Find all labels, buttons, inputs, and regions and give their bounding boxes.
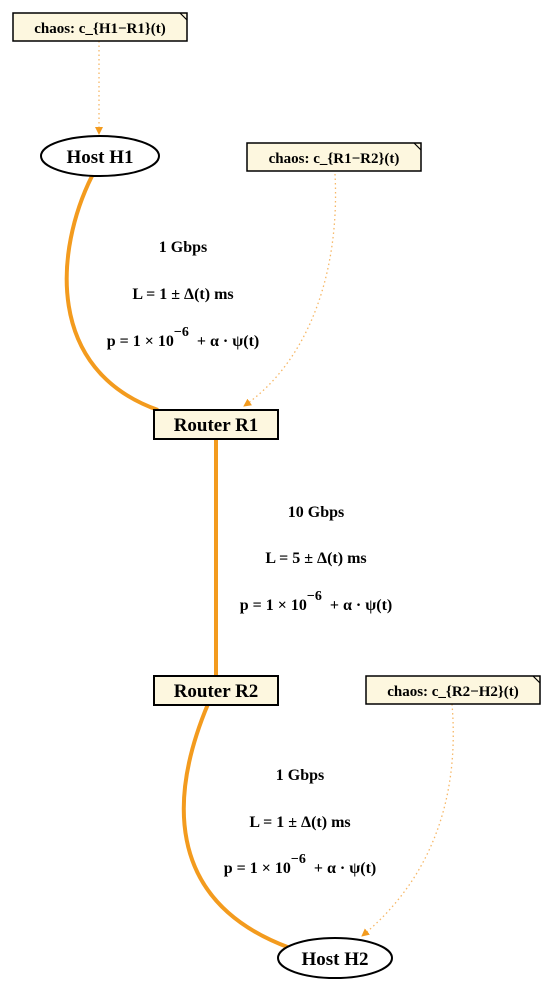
link-label-r2-h2: 1 Gbps L = 1 ± Δ(t) ms p = 1 × 10−6 + α … [224,767,377,877]
link-r2-h2-loss: p = 1 × 10−6 + α · ψ(t) [224,852,377,877]
chaos-note-r2-h2-label: chaos: c_{R2−H2}(t) [387,684,519,700]
note-connector-r2-h2 [361,703,454,937]
node-host-h1: Host H1 [40,135,160,177]
note-connector-r1-r2 [243,173,337,407]
link-r1-r2-latency: L = 5 ± Δ(t) ms [265,550,366,567]
link-r2-h2-latency: L = 1 ± Δ(t) ms [249,814,350,831]
chaos-note-h1-r1: chaos: c_{H1−R1}(t) [12,12,188,42]
link-label-h1-r1: 1 Gbps L = 1 ± Δ(t) ms p = 1 × 10−6 + α … [107,239,260,350]
link-label-r1-r2: 10 Gbps L = 5 ± Δ(t) ms p = 1 × 10−6 + α… [240,504,393,614]
link-r1-r2-loss: p = 1 × 10−6 + α · ψ(t) [240,589,393,614]
host-h2-label: Host H2 [301,949,368,970]
link-h1-r1-bandwidth: 1 Gbps [159,239,207,256]
node-router-r2: Router R2 [153,675,279,706]
router-r1-label: Router R1 [174,415,259,436]
router-r2-label: Router R2 [174,681,259,702]
chaos-note-r2-h2: chaos: c_{R2−H2}(t) [365,675,541,705]
link-r2-h2 [181,703,291,950]
host-h1-label: Host H1 [66,147,133,168]
link-r1-r2-bandwidth: 10 Gbps [288,504,344,521]
link-h1-r1-loss: p = 1 × 10−6 + α · ψ(t) [107,325,260,350]
node-router-r1: Router R1 [153,409,279,440]
link-h1-r1-latency: L = 1 ± Δ(t) ms [132,286,233,303]
chaos-note-r1-r2: chaos: c_{R1−R2}(t) [246,142,422,172]
node-host-h2: Host H2 [277,937,393,979]
chaos-note-r1-r2-label: chaos: c_{R1−R2}(t) [269,151,400,167]
link-h1-r1 [64,175,159,412]
link-r2-h2-bandwidth: 1 Gbps [276,767,324,784]
chaos-note-h1-r1-label: chaos: c_{H1−R1}(t) [34,21,166,37]
